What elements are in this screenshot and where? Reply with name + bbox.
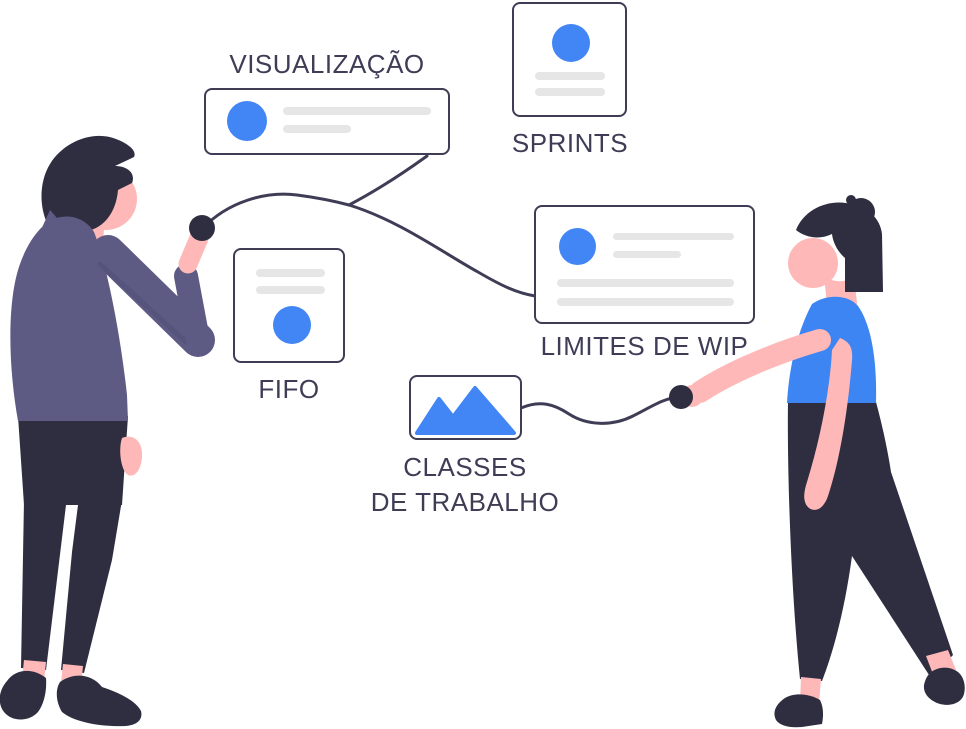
card-visualizacao xyxy=(204,88,450,155)
card-classes-de-trabalho xyxy=(409,375,522,440)
man-shoe-right xyxy=(56,675,142,727)
label-visualizacao: VISUALIZAÇÃO xyxy=(229,49,425,79)
card-sprints xyxy=(512,2,627,117)
card-limites-de-wip xyxy=(534,205,755,324)
man-collar xyxy=(40,210,64,232)
connector-node-icon xyxy=(669,385,693,409)
text-line xyxy=(283,107,431,115)
man-hip-hand xyxy=(120,436,143,476)
card-fifo xyxy=(233,248,345,363)
text-line xyxy=(535,88,605,96)
woman-arm-extended xyxy=(689,329,831,403)
woman-shoe-back xyxy=(923,667,965,705)
label-classes-line1: CLASSES xyxy=(403,452,527,482)
avatar-circle-icon xyxy=(273,306,311,344)
text-line xyxy=(557,298,734,306)
woman-hair-bun xyxy=(847,198,875,226)
connector-node-icon xyxy=(189,215,215,241)
man-shoe-left xyxy=(0,670,47,720)
label-classes-de-trabalho: CLASSES DE TRABALHO xyxy=(355,450,575,520)
avatar-circle-icon xyxy=(227,101,267,141)
woman-face xyxy=(788,238,838,288)
man-hair xyxy=(41,135,135,240)
text-line xyxy=(535,72,605,80)
man-arm-shade xyxy=(97,261,189,345)
image-mountains-icon xyxy=(415,386,516,435)
man-figure xyxy=(0,135,215,727)
label-fifo: FIFO xyxy=(258,374,320,404)
avatar-circle-icon xyxy=(552,24,590,62)
connector-lines xyxy=(201,154,681,425)
woman-hair-tie xyxy=(846,195,856,205)
man-hand xyxy=(178,228,209,274)
text-line xyxy=(256,269,325,277)
man-torso xyxy=(10,216,128,421)
connector-line-classes xyxy=(519,395,681,425)
text-line xyxy=(557,279,734,287)
text-line xyxy=(283,125,351,133)
man-upper-arm xyxy=(91,235,215,357)
label-classes-line2: DE TRABALHO xyxy=(370,487,560,517)
text-line xyxy=(613,251,681,258)
man-leg-back xyxy=(61,500,122,673)
text-line xyxy=(256,286,325,294)
label-limites-de-wip: LIMITES DE WIP xyxy=(540,331,749,361)
connector-nodes xyxy=(189,215,693,409)
avatar-circle-icon xyxy=(559,228,596,265)
woman-shoe-front xyxy=(774,694,824,728)
woman-pants xyxy=(787,402,953,681)
man-forearm xyxy=(174,264,210,352)
man-pants-hip xyxy=(18,416,128,505)
text-line xyxy=(613,233,734,240)
label-sprints: SPRINTS xyxy=(511,128,629,158)
woman-hip-arm xyxy=(804,338,853,510)
man-leg-front xyxy=(21,500,66,670)
woman-shirt xyxy=(787,296,877,403)
woman-figure xyxy=(681,195,965,728)
connector-line-branch-visualizacao xyxy=(347,154,429,207)
